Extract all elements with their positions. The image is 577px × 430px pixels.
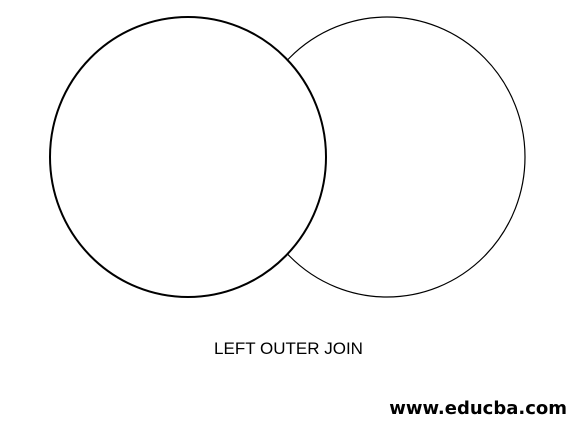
diagram-caption: LEFT OUTER JOIN xyxy=(214,339,363,358)
left-table-circle xyxy=(49,16,327,298)
watermark-text: www.educba.com xyxy=(389,398,567,419)
right-table-circle xyxy=(248,16,526,298)
